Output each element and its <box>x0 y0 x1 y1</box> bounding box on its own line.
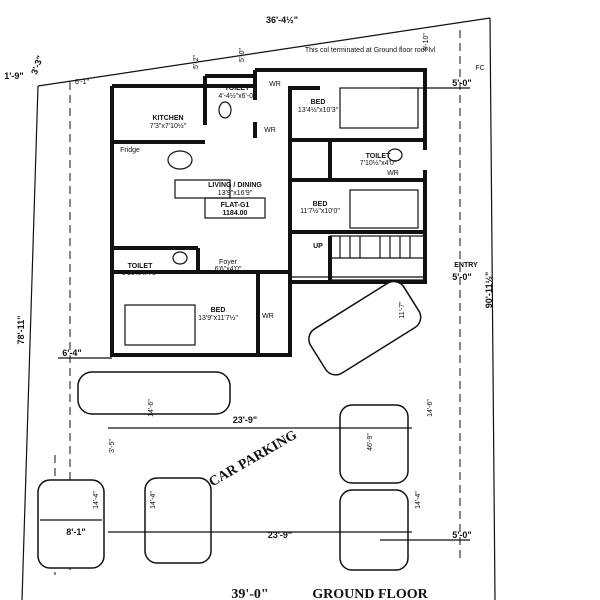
dim-14-6-left: 14'-6" <box>148 399 155 417</box>
dim-14-4-b: 14'-4" <box>150 491 157 509</box>
dim-right-depth: 90'-11½" <box>484 272 494 308</box>
bed-bottom-size: 13'9"x11'7½" <box>198 314 238 322</box>
dim-5-2: 5'-2" <box>193 55 200 69</box>
dim-5-0-entry: 5'-0" <box>452 272 471 282</box>
bed-top-name: BED <box>311 99 326 106</box>
dim-bottom-width: 39'-0" <box>231 587 268 600</box>
bed-top-size: 13'4½"x10'3" <box>298 106 339 114</box>
parked-cars <box>37 280 422 571</box>
living-size: 13'9"x16'9" <box>218 190 253 197</box>
fc-label: FC <box>475 65 484 72</box>
dim-top-width: 36'-4½" <box>266 15 298 25</box>
dimension-lines <box>40 87 470 541</box>
dim-6-4: 6'-4" <box>62 348 81 358</box>
toilet-mid-name: TOILET <box>366 153 391 160</box>
wr-toilet-mid: WR <box>387 170 399 177</box>
foyer-size: 6'6"x4'0" <box>215 266 242 273</box>
dim-left-depth: 78'-11" <box>16 316 26 345</box>
kitchen-size: 7'3"x7'10½" <box>150 122 187 130</box>
dim-6-1: 6'-1" <box>75 79 89 86</box>
dim-3-3: 3'-3" <box>29 54 45 76</box>
toilet-top-name: TOILET <box>225 85 250 92</box>
bed-mid-name: BED <box>313 201 328 208</box>
flat-area: 1184.00 <box>223 210 248 217</box>
dim-5-0-bottom: 5'-0" <box>452 530 471 540</box>
dim-5-0-top: 5'-0" <box>239 48 246 62</box>
flat-name: FLAT-G1 <box>221 202 250 209</box>
kitchen-name: KITCHEN <box>152 115 183 122</box>
toilet-top-size: 4'-4½"x6'-0" <box>218 92 256 100</box>
flat-walls <box>110 68 427 357</box>
car-parking-label: CAR PARKING <box>207 428 300 490</box>
dim-8-1: 8'-1" <box>66 527 85 537</box>
staircase <box>329 235 426 281</box>
bed-bottom-name: BED <box>211 307 226 314</box>
note-column: This col terminated at Ground floor roof… <box>305 47 436 54</box>
dim-46-9: 46'-9" <box>367 433 374 451</box>
foyer-name: Foyer <box>219 259 238 266</box>
dim-23-9-b: 23'-9" <box>268 530 292 540</box>
toilet-left-name: TOILET <box>128 263 153 270</box>
dim-3-5: 3'-5" <box>109 439 116 453</box>
entry-label: ENTRY <box>454 262 478 269</box>
wr-bottom: WR <box>262 313 274 320</box>
dim-14-6-right: 14'-6" <box>427 399 434 417</box>
bed-mid-size: 11'7½"x10'0" <box>300 207 340 215</box>
dim-5-0-right: 5'-0" <box>452 78 471 88</box>
wr-mid: WR <box>264 127 276 134</box>
dim-14-4-a: 14'-4" <box>93 491 100 509</box>
up-label: UP <box>313 243 323 250</box>
toilet-left-size: 6'10½"x4'0" <box>122 269 159 277</box>
wr-top: WR <box>269 81 281 88</box>
living-name: LIVING / DINING <box>208 182 262 189</box>
dim-14-4-c: 14'-4" <box>415 491 422 509</box>
flat-badge <box>204 197 266 219</box>
toilet-mid-size: 7'10½"x4'0" <box>360 159 397 167</box>
fridge-label: Fridge <box>120 147 140 154</box>
dim-11-7: 11'-7" <box>399 301 406 319</box>
dim-23-9-a: 23'-9" <box>233 415 257 425</box>
furniture <box>124 87 419 346</box>
dim-1-9: 1'-9" <box>4 71 23 81</box>
sheet-title: GROUND FLOOR <box>312 587 428 600</box>
dim-8-10: 8'-10" <box>423 33 430 51</box>
